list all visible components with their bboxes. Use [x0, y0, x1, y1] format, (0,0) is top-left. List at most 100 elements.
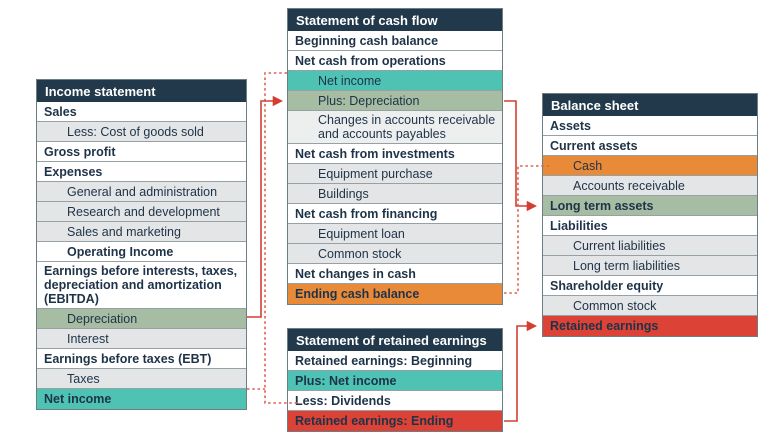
table-row: Net income	[288, 71, 502, 91]
row-label: Net cash from investments	[295, 146, 455, 161]
table-row: Cash	[543, 156, 757, 176]
table-row: General and administration	[37, 182, 246, 202]
table-row: Taxes	[37, 369, 246, 389]
table-row: Earnings before taxes (EBT)	[37, 349, 246, 369]
table-row: Plus: Depreciation	[288, 91, 502, 111]
row-label: General and administration	[67, 184, 218, 199]
row-label: Net income	[318, 73, 382, 88]
row-label: Accounts receivable	[573, 178, 685, 193]
table-row: Long term assets	[543, 196, 757, 216]
retained-earnings-panel: Statement of retained earnings Retained …	[287, 328, 503, 432]
row-label: Shareholder equity	[550, 278, 664, 293]
income-statement-header: Income statement	[37, 80, 246, 102]
row-label: Research and development	[67, 204, 220, 219]
panel-title: Income statement	[45, 83, 156, 99]
row-label: Changes in accounts receivable and accou…	[318, 113, 496, 141]
row-label: Less: Cost of goods sold	[67, 124, 204, 139]
table-row: Earnings before interests, taxes, deprec…	[37, 262, 246, 309]
table-row: Retained earnings	[543, 316, 757, 336]
table-row: Net cash from investments	[288, 144, 502, 164]
panel-title: Balance sheet	[551, 97, 639, 113]
table-row: Operating Income	[37, 242, 246, 262]
table-row: Less: Cost of goods sold	[37, 122, 246, 142]
row-label: Long term assets	[550, 198, 654, 213]
row-label: Common stock	[318, 246, 402, 261]
balance-sheet-header: Balance sheet	[543, 94, 757, 116]
panel-title: Statement of cash flow	[296, 12, 438, 28]
table-row: Retained earnings: Ending	[288, 411, 502, 431]
row-label: Net income	[44, 392, 112, 406]
table-row: Beginning cash balance	[288, 31, 502, 51]
row-label: Equipment loan	[318, 226, 405, 241]
table-row: Current assets	[543, 136, 757, 156]
table-row: Shareholder equity	[543, 276, 757, 296]
row-label: Retained earnings: Beginning	[295, 353, 473, 368]
table-row: Less: Dividends	[288, 391, 502, 411]
panel-title: Statement of retained earnings	[296, 332, 487, 348]
row-label: Earnings before interests, taxes, deprec…	[44, 264, 238, 306]
table-row: Long term liabilities	[543, 256, 757, 276]
row-label: Sales and marketing	[67, 224, 181, 239]
table-row: Research and development	[37, 202, 246, 222]
table-row: Equipment purchase	[288, 164, 502, 184]
table-row: Depreciation	[37, 309, 246, 329]
row-label: Long term liabilities	[573, 258, 680, 273]
row-label: Net cash from financing	[295, 206, 438, 221]
row-label: Assets	[550, 118, 591, 133]
row-label: Sales	[44, 104, 77, 119]
table-row: Equipment loan	[288, 224, 502, 244]
row-label: Ending cash balance	[295, 287, 420, 301]
table-row: Expenses	[37, 162, 246, 182]
table-row: Plus: Net income	[288, 371, 502, 391]
row-label: Plus: Depreciation	[318, 93, 420, 108]
row-label: Earnings before taxes (EBT)	[44, 351, 212, 366]
row-label: Taxes	[67, 371, 100, 386]
row-label: Common stock	[573, 298, 657, 313]
connector-plus-depreciation-to-long-term-assets	[504, 100, 538, 212]
table-row: Current liabilities	[543, 236, 757, 256]
row-label: Retained earnings	[550, 319, 659, 333]
row-label: Net changes in cash	[295, 266, 416, 281]
table-row: Ending cash balance	[288, 284, 502, 304]
row-label: Interest	[67, 331, 109, 346]
table-row: Retained earnings: Beginning	[288, 351, 502, 371]
table-row: Buildings	[288, 184, 502, 204]
row-label: Less: Dividends	[295, 393, 391, 408]
connector-retained-ending-to-balance-sheet	[504, 320, 538, 422]
table-row: Gross profit	[37, 142, 246, 162]
row-label: Gross profit	[44, 144, 116, 159]
table-row: Net cash from financing	[288, 204, 502, 224]
table-row: Changes in accounts receivable and accou…	[288, 111, 502, 144]
row-label: Current liabilities	[573, 238, 666, 253]
table-row: Net income	[37, 389, 246, 409]
table-row: Liabilities	[543, 216, 757, 236]
cash-flow-header: Statement of cash flow	[288, 9, 502, 31]
table-row: Sales	[37, 102, 246, 122]
row-label: Current assets	[550, 138, 638, 153]
row-label: Retained earnings: Ending	[295, 414, 454, 428]
table-row: Sales and marketing	[37, 222, 246, 242]
table-row: Net cash from operations	[288, 51, 502, 71]
cash-flow-panel: Statement of cash flow Beginning cash ba…	[287, 8, 503, 305]
table-row: Assets	[543, 116, 757, 136]
row-label: Plus: Net income	[295, 373, 397, 388]
row-label: Beginning cash balance	[295, 33, 439, 48]
row-label: Expenses	[44, 164, 103, 179]
retained-earnings-header: Statement of retained earnings	[288, 329, 502, 351]
table-row: Interest	[37, 329, 246, 349]
connector-depreciation-to-plus-depreciation	[247, 95, 284, 318]
row-label: Cash	[573, 158, 603, 173]
row-label: Liabilities	[550, 218, 608, 233]
table-row: Net changes in cash	[288, 264, 502, 284]
row-label: Depreciation	[67, 311, 138, 326]
table-row: Common stock	[288, 244, 502, 264]
table-row: Accounts receivable	[543, 176, 757, 196]
row-label: Equipment purchase	[318, 166, 433, 181]
